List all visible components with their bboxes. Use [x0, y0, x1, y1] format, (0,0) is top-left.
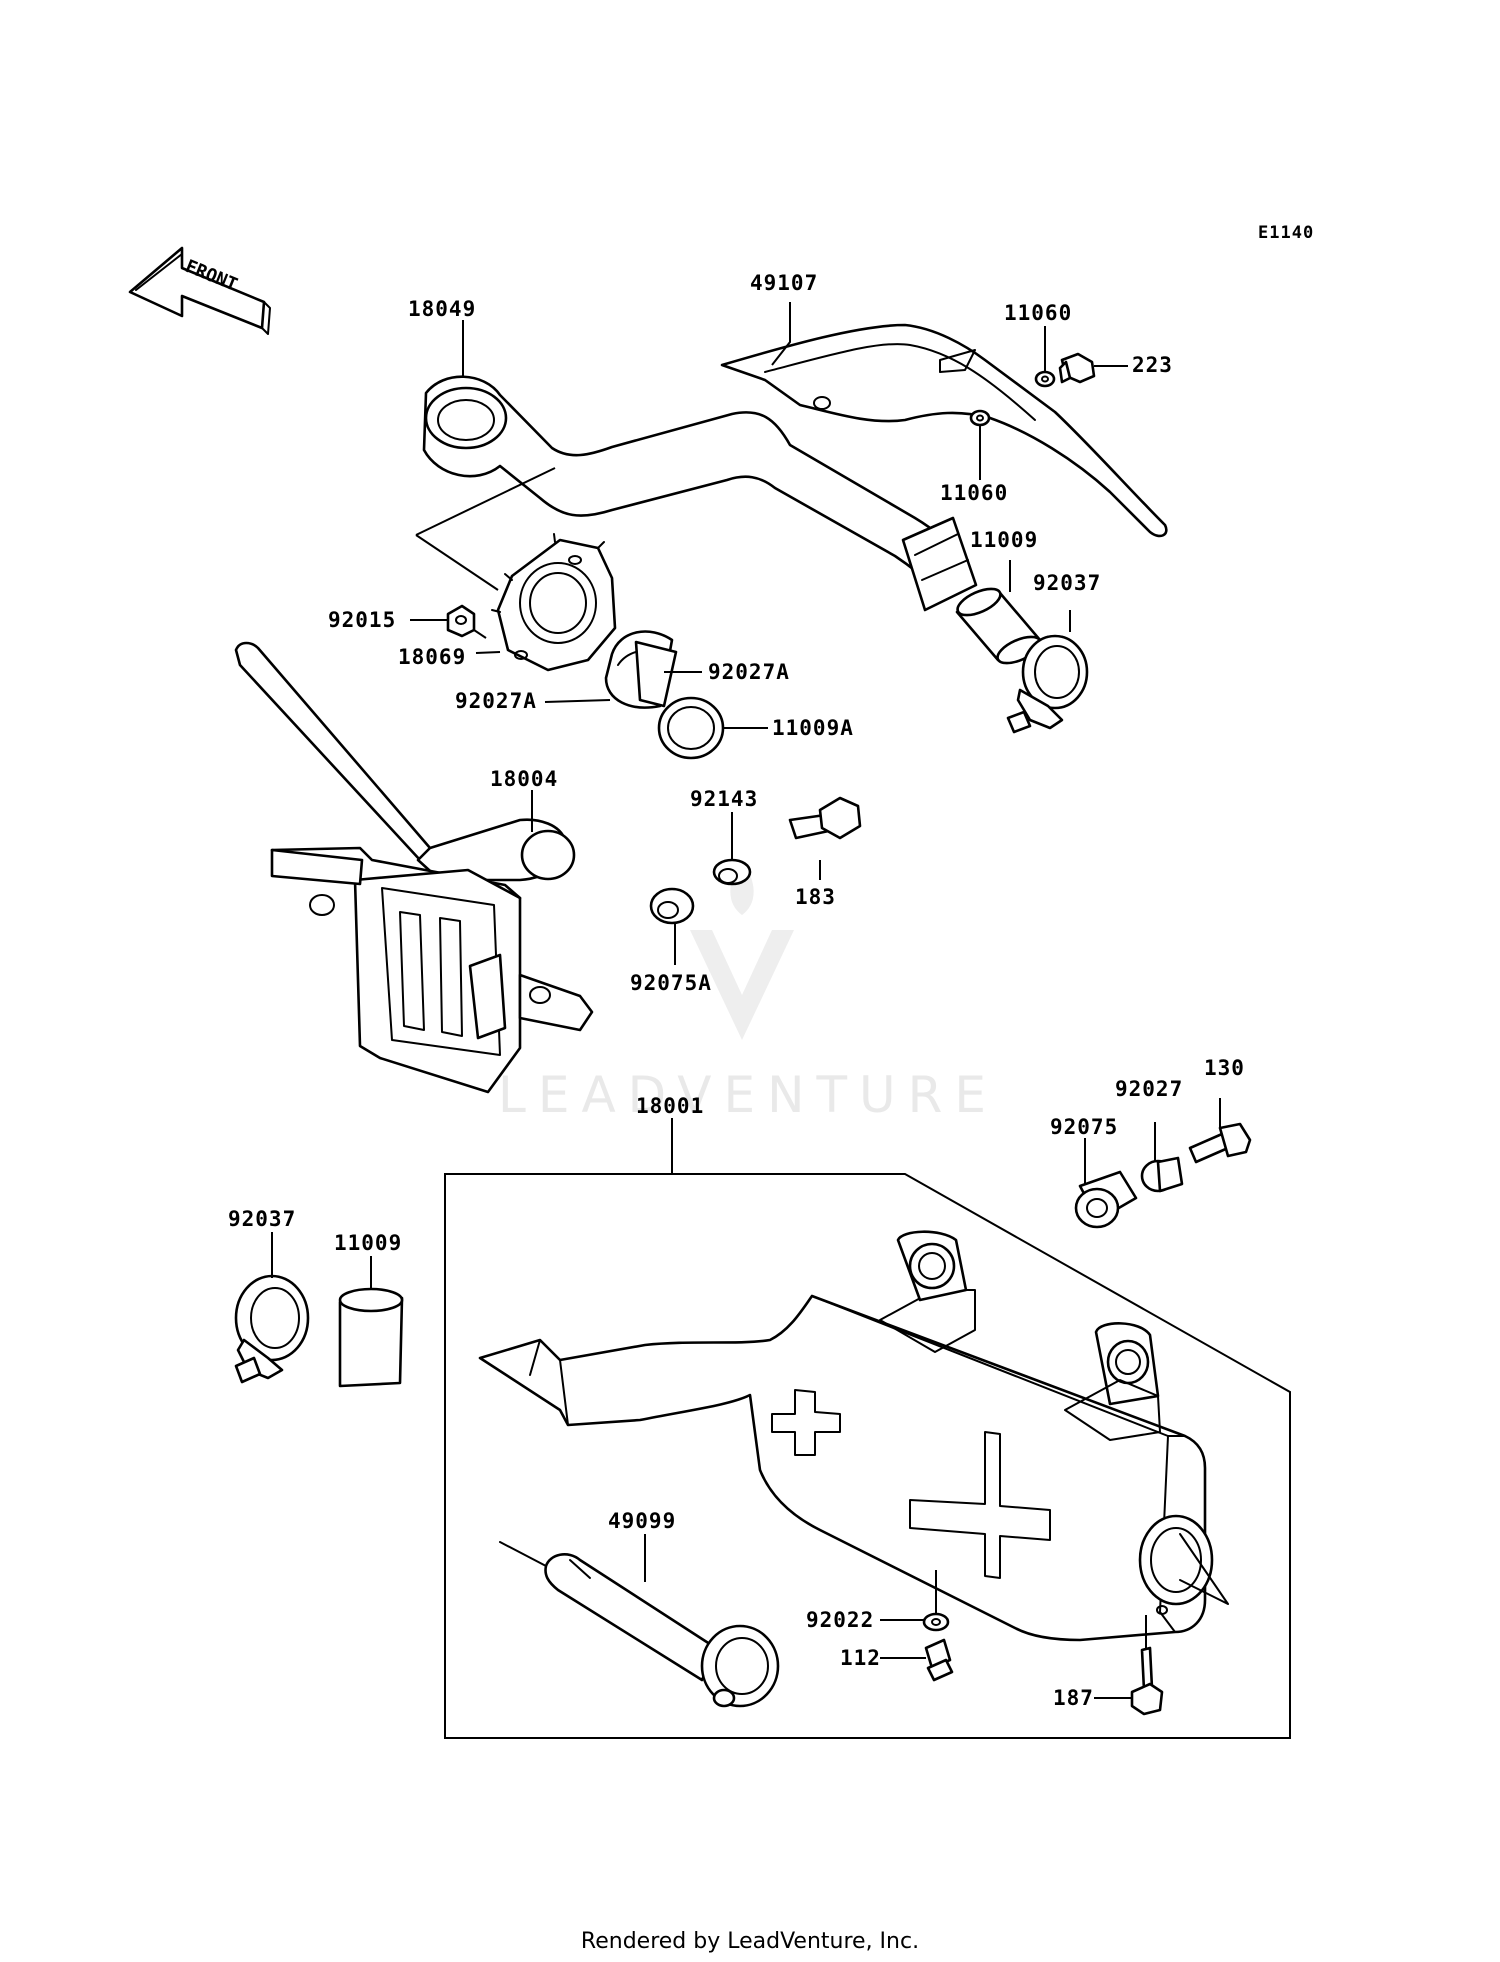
leader-lines	[271, 302, 1221, 1699]
label-92075A: 92075A	[630, 971, 712, 995]
label-130: 130	[1204, 1056, 1245, 1080]
label-92037-left: 92037	[228, 1207, 296, 1231]
watermark: LEADVENTURE	[498, 860, 998, 1124]
label-92075: 92075	[1050, 1115, 1118, 1139]
bolt-223	[1058, 352, 1096, 384]
label-92027A-right: 92027A	[708, 660, 790, 684]
label-92037-top: 92037	[1033, 571, 1101, 595]
label-11009A: 11009A	[772, 716, 854, 740]
arrester-insert-49099	[499, 1541, 780, 1708]
label-183: 183	[795, 885, 836, 909]
bolt-130	[1188, 1122, 1252, 1164]
front-arrow-icon: FRONT	[128, 246, 271, 335]
nut-92015	[446, 604, 476, 638]
part-labels: 18049 49107 11060 223 11060 11009 92037 …	[228, 271, 1245, 1710]
clamp-92037-top	[1006, 634, 1089, 734]
bolt-183	[788, 796, 862, 840]
washer-11060-top	[1034, 370, 1056, 388]
label-187: 187	[1053, 1686, 1094, 1710]
heat-guard-49107	[720, 323, 1168, 538]
washer-92022	[922, 1612, 950, 1632]
exhaust-pipe-18049	[422, 375, 978, 612]
gasket-11009-left	[338, 1287, 404, 1388]
flange-18069	[491, 533, 617, 672]
label-92015: 92015	[328, 608, 396, 632]
bolt-112	[924, 1638, 954, 1682]
label-11009-top: 11009	[970, 528, 1038, 552]
label-92143: 92143	[690, 787, 758, 811]
label-223: 223	[1132, 353, 1173, 377]
label-92027A-left: 92027A	[455, 689, 537, 713]
label-18049: 18049	[408, 297, 476, 321]
label-49099: 49099	[608, 1509, 676, 1533]
watermark-text: LEADVENTURE	[498, 1066, 998, 1124]
assembly-box-18001	[444, 1173, 1291, 1739]
grommet-92075	[1074, 1170, 1138, 1229]
label-18069: 18069	[398, 645, 466, 669]
label-11060-mid: 11060	[940, 481, 1008, 505]
collar-92027A	[604, 630, 678, 709]
label-11009-left: 11009	[334, 1231, 402, 1255]
label-18004: 18004	[490, 767, 558, 791]
gasket-11009-top	[955, 587, 1042, 665]
label-112: 112	[840, 1646, 881, 1670]
ring-11009A	[657, 696, 725, 760]
label-92022: 92022	[806, 1608, 874, 1632]
footer-credit: Rendered by LeadVenture, Inc.	[581, 1929, 919, 1954]
label-92027: 92027	[1115, 1077, 1183, 1101]
diagram-code: E1140	[1258, 223, 1314, 243]
label-11060-top: 11060	[1004, 301, 1072, 325]
label-18001: 18001	[636, 1094, 704, 1118]
washer-11060-mid	[969, 409, 991, 427]
collar-92143	[712, 858, 752, 886]
muffler-18004	[234, 641, 594, 1094]
bolt-187	[1130, 1646, 1164, 1716]
clamp-92037-left	[234, 1274, 310, 1384]
grommet-92075A	[649, 887, 695, 925]
collar-92027	[1140, 1156, 1184, 1193]
muffler-18001	[478, 1230, 1229, 1642]
label-49107: 49107	[750, 271, 818, 295]
